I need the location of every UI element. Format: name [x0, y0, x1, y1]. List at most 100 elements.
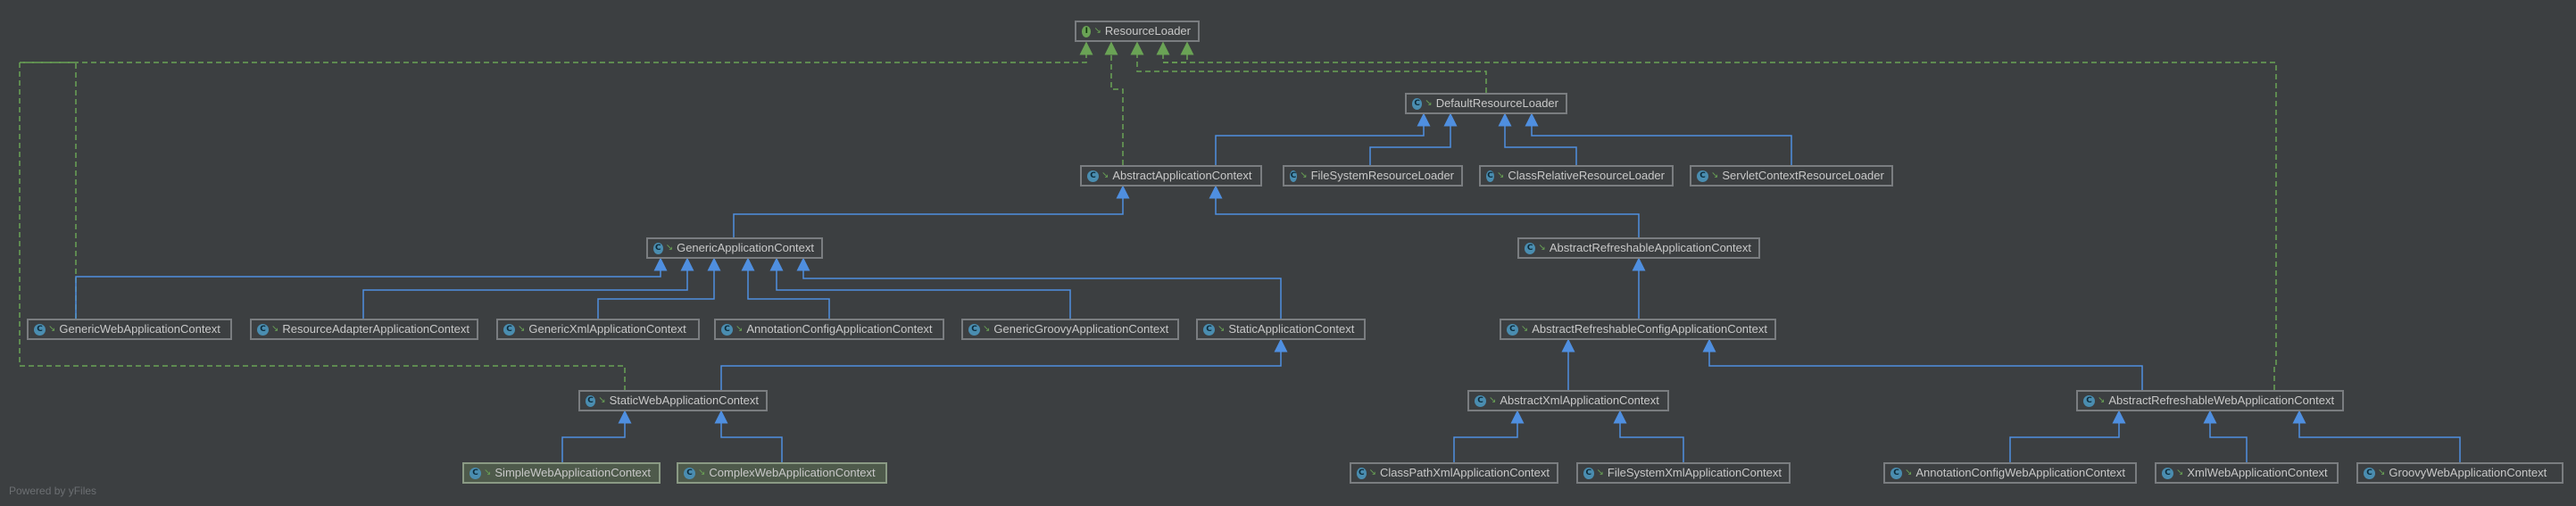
edge-complex-swac	[714, 410, 783, 462]
public-icon: ↘	[2176, 468, 2184, 477]
node-annotation-config-application-context[interactable]: C↘AnnotationConfigApplicationContext	[714, 319, 944, 340]
node-label: FileSystemResourceLoader	[1310, 169, 1454, 182]
public-icon: ↘	[598, 395, 606, 405]
node-generic-web-application-context[interactable]: C↘GenericWebApplicationContext	[27, 319, 232, 340]
public-icon: ↘	[271, 324, 279, 334]
class-icon: C	[469, 467, 481, 479]
node-default-resource-loader[interactable]: C↘DefaultResourceLoader	[1405, 93, 1567, 114]
class-icon: C	[2364, 467, 2375, 479]
class-icon: C	[2162, 467, 2173, 479]
edge-acwac-arwac	[2009, 410, 2126, 462]
node-abstract-refreshable-application-context[interactable]: C↘AbstractRefreshableApplicationContext	[1517, 237, 1760, 259]
class-icon: C	[1357, 467, 1367, 479]
class-icon: C	[257, 323, 269, 336]
class-icon: C	[1203, 323, 1215, 336]
interface-icon: I	[1082, 25, 1092, 37]
node-complex-web-application-context[interactable]: C↘ComplexWebApplicationContext	[677, 462, 887, 484]
node-groovy-web-application-context[interactable]: C↘GroovyWebApplicationContext	[2356, 462, 2564, 484]
node-label: AnnotationConfigWebApplicationContext	[1915, 466, 2126, 479]
edge-rl-left-spine	[20, 41, 1093, 63]
edge-aac-drl	[1215, 112, 1431, 165]
node-class-relative-resource-loader[interactable]: C↘ClassRelativeResourceLoader	[1479, 165, 1674, 187]
node-label: ComplexWebApplicationContext	[709, 466, 876, 479]
class-icon: C	[503, 323, 515, 336]
edge-gac-aac	[733, 185, 1130, 237]
node-generic-groovy-application-context[interactable]: C↘GenericGroovyApplicationContext	[961, 319, 1179, 340]
public-icon: ↘	[1520, 324, 1529, 334]
class-icon: C	[1475, 394, 1486, 407]
node-abstract-xml-application-context[interactable]: C↘AbstractXmlApplicationContext	[1467, 390, 1669, 411]
watermark: Powered by yFiles	[9, 485, 97, 497]
class-icon: C	[1697, 170, 1708, 182]
node-static-web-application-context[interactable]: C↘StaticWebApplicationContext	[578, 390, 768, 411]
edge-simple-swac	[561, 410, 632, 462]
node-label: XmlWebApplicationContext	[2187, 466, 2328, 479]
public-icon: ↘	[1217, 324, 1226, 334]
node-abstract-refreshable-config-application-context[interactable]: C↘AbstractRefreshableConfigApplicationCo…	[1500, 319, 1776, 340]
node-resource-loader[interactable]: I↘ResourceLoader	[1075, 21, 1200, 42]
edge-swac-sac	[720, 338, 1288, 390]
public-icon: ↘	[1368, 468, 1376, 477]
public-icon: ↘	[1101, 170, 1109, 180]
node-label: AbstractRefreshableApplicationContext	[1549, 241, 1751, 254]
node-resource-adapter-application-context[interactable]: C↘ResourceAdapterApplicationContext	[250, 319, 478, 340]
edge-raac-gac	[362, 257, 694, 319]
edge-fsxac-axac	[1613, 410, 1684, 462]
node-label: GenericXmlApplicationContext	[528, 322, 686, 336]
node-class-path-xml-application-context[interactable]: C↘ClassPathXmlApplicationContext	[1350, 462, 1558, 484]
public-icon: ↘	[484, 468, 492, 477]
edge-arwac-arcac	[1702, 338, 2143, 390]
node-label: ServletContextResourceLoader	[1722, 169, 1884, 182]
public-icon: ↘	[2098, 395, 2106, 405]
class-icon: C	[1087, 170, 1099, 182]
public-icon: ↘	[1489, 395, 1497, 405]
edge-aac-impl	[1104, 41, 1124, 165]
public-icon: ↘	[518, 324, 526, 334]
class-icon: C	[653, 242, 663, 254]
node-label: GenericApplicationContext	[677, 241, 814, 254]
edge-acac-gac	[741, 257, 830, 319]
public-icon: ↘	[1538, 243, 1546, 253]
class-icon: C	[1583, 467, 1594, 479]
class-icon: C	[34, 323, 46, 336]
public-icon: ↘	[665, 243, 674, 253]
node-annotation-config-web-application-context[interactable]: C↘AnnotationConfigWebApplicationContext	[1883, 462, 2137, 484]
class-icon: C	[1507, 323, 1518, 336]
node-label: AbstractApplicationContext	[1112, 169, 1252, 182]
edge-arac-aac	[1209, 185, 1640, 237]
public-icon: ↘	[2378, 468, 2386, 477]
public-icon: ↘	[1300, 170, 1308, 180]
node-servlet-context-resource-loader[interactable]: C↘ServletContextResourceLoader	[1690, 165, 1893, 187]
public-icon: ↘	[1905, 468, 1913, 477]
node-generic-xml-application-context[interactable]: C↘GenericXmlApplicationContext	[496, 319, 700, 340]
node-abstract-application-context[interactable]: C↘AbstractApplicationContext	[1080, 165, 1262, 187]
node-generic-application-context[interactable]: C↘GenericApplicationContext	[646, 237, 823, 259]
node-label: ClassRelativeResourceLoader	[1508, 169, 1665, 182]
public-icon: ↘	[1711, 170, 1719, 180]
edge-ggac-gac	[769, 257, 1071, 319]
node-label: GroovyWebApplicationContext	[2389, 466, 2547, 479]
public-icon: ↘	[1497, 170, 1505, 180]
edge-fsrl-drl	[1369, 112, 1458, 165]
node-file-system-resource-loader[interactable]: C↘FileSystemResourceLoader	[1283, 165, 1463, 187]
node-xml-web-application-context[interactable]: C↘XmlWebApplicationContext	[2155, 462, 2339, 484]
edge-rl-center	[1163, 41, 1194, 63]
edge-gwac2-arwac	[2292, 410, 2461, 462]
class-icon: C	[1486, 170, 1495, 182]
node-simple-web-application-context[interactable]: C↘SimpleWebApplicationContext	[462, 462, 661, 484]
class-icon: C	[1890, 467, 1902, 479]
edge-right-spine	[1156, 41, 2277, 390]
edge-generic-web-impl	[19, 62, 626, 390]
node-label: GenericGroovyApplicationContext	[993, 322, 1169, 336]
public-icon: ↘	[983, 324, 991, 334]
edge-drl-impl	[1130, 41, 1487, 93]
node-label: DefaultResourceLoader	[1435, 96, 1558, 110]
node-abstract-refreshable-web-application-context[interactable]: C↘AbstractRefreshableWebApplicationConte…	[2076, 390, 2344, 411]
public-icon: ↘	[48, 324, 56, 334]
node-file-system-xml-application-context[interactable]: C↘FileSystemXmlApplicationContext	[1576, 462, 1791, 484]
node-static-application-context[interactable]: C↘StaticApplicationContext	[1196, 319, 1366, 340]
node-label: ResourceAdapterApplicationContext	[282, 322, 469, 336]
node-label: FileSystemXmlApplicationContext	[1607, 466, 1782, 479]
node-label: StaticApplicationContext	[1228, 322, 1355, 336]
